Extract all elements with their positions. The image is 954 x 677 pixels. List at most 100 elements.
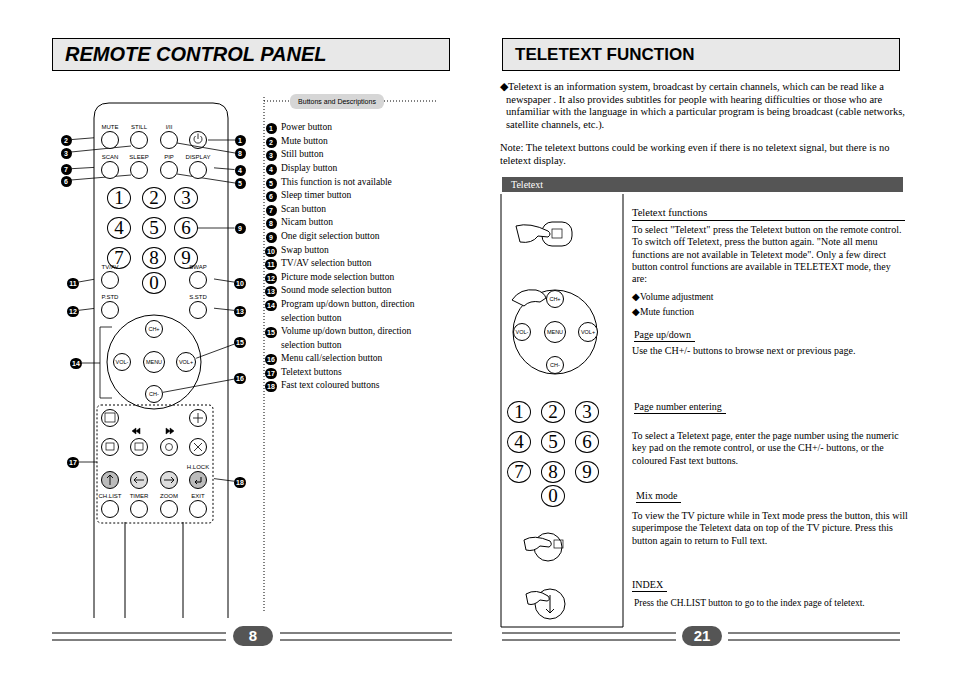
leader-stroke — [163, 379, 234, 392]
node-text: 13 — [236, 306, 244, 317]
digit-button: 0 — [541, 485, 565, 507]
button-outline — [131, 501, 148, 518]
digit-button: 2 — [142, 187, 166, 209]
dotted-divider — [264, 101, 289, 102]
node-text: PIP — [164, 153, 174, 161]
button-description: Volume up/down button, direction selecti… — [281, 325, 439, 352]
subpage-button — [131, 439, 148, 456]
callout-number: 18 — [234, 477, 246, 488]
button-circle — [130, 131, 148, 149]
bracket — [82, 327, 112, 398]
callout-number: 3 — [266, 150, 277, 161]
button-description: Picture mode selection button — [281, 271, 439, 285]
callout-number: 5 — [235, 178, 246, 189]
button-outline — [102, 132, 119, 149]
button-outline — [102, 302, 119, 319]
node-text: CH+ — [549, 291, 560, 307]
node-text: VOL- — [116, 354, 129, 371]
section-tag: Buttons and Descriptions — [290, 94, 384, 109]
node-text: TV/AV — [102, 263, 119, 271]
subpage-icon — [135, 443, 143, 450]
callout-number: 15 — [265, 327, 277, 338]
node-text: 16 — [267, 354, 275, 365]
node-text: 10 — [236, 278, 244, 289]
leader-line — [71, 146, 131, 152]
remote-button: DISPLAY — [182, 153, 214, 180]
callout-number: 1 — [266, 123, 277, 134]
node-text: MENU — [146, 352, 162, 372]
power-symbol — [194, 134, 202, 144]
pad-button: CH+ — [145, 320, 163, 338]
button-circle — [101, 500, 119, 518]
node-text: 8 — [269, 218, 273, 229]
button-circle — [101, 301, 119, 319]
button-description: Power button — [281, 121, 439, 135]
leader-stroke — [196, 344, 234, 358]
green-button — [131, 472, 148, 489]
leader-line — [79, 462, 97, 463]
leader-line — [177, 143, 235, 153]
node-text: MENU — [547, 322, 563, 342]
node-text: 5 — [548, 432, 558, 452]
section-band: Teletext — [502, 177, 903, 192]
node-text: MUTE — [102, 123, 119, 131]
reveal-button — [161, 439, 178, 456]
node-text: VOL+ — [581, 323, 595, 341]
callout-number: 2 — [61, 135, 72, 146]
button-description: TV/AV selection button — [281, 257, 439, 271]
hand-icon — [524, 537, 551, 550]
node-text: 1 — [238, 135, 242, 146]
title-bar: TELETEXT FUNCTION — [502, 38, 900, 71]
callout-number: 4 — [235, 165, 246, 176]
arrow-icon — [164, 477, 174, 483]
node-text: 2 — [64, 135, 68, 146]
arrow-icon — [107, 475, 113, 485]
node-text: 11 — [69, 278, 76, 289]
callout-number: 15 — [234, 337, 246, 348]
leader-line — [198, 228, 235, 229]
button-circle — [189, 471, 207, 489]
node-text: 6 — [582, 432, 592, 452]
callout-number: 11 — [67, 278, 78, 289]
node-text: 15 — [267, 327, 275, 338]
callout-number: 16 — [234, 373, 246, 384]
digit-button: 1 — [507, 401, 531, 423]
body-text: Mix mode — [636, 490, 681, 503]
button-circle — [189, 271, 207, 289]
digit-button: 3 — [174, 187, 198, 209]
leader-line — [71, 175, 131, 180]
digit-button: 4 — [507, 431, 531, 453]
hand-icon — [512, 290, 546, 306]
mix-icon — [554, 540, 563, 548]
rewind-icon — [132, 428, 140, 434]
node-text: ZOOM — [160, 492, 178, 500]
node-text: 8 — [249, 626, 257, 646]
leader-stroke — [214, 308, 234, 310]
node-text: 4 — [514, 432, 524, 452]
body-text: To view the TV picture while in Text mod… — [632, 510, 908, 547]
remote-button: SWAP — [182, 263, 214, 290]
leader-line — [214, 479, 234, 482]
body-text: ◆Teletext is an information system, broa… — [500, 81, 916, 131]
node-text: 14 — [72, 358, 80, 369]
hand-icon — [526, 591, 549, 604]
pad-button: CH- — [145, 385, 163, 403]
button-description: Still button — [281, 148, 439, 162]
forward-icon — [166, 428, 174, 434]
node-text: 5 — [269, 178, 273, 189]
leader-stroke — [79, 308, 94, 310]
button-description: Program up/down button, direction select… — [281, 298, 439, 325]
node-text: SWAP — [189, 263, 206, 271]
digit-button: 5 — [142, 217, 166, 239]
remote-button: EXIT — [182, 492, 214, 519]
remote-button: SLEEP — [123, 153, 155, 180]
remote-button: H.LOCK — [182, 463, 214, 490]
node-text: 18 — [267, 381, 275, 392]
body-text: Note: The teletext buttons could be work… — [500, 142, 910, 167]
node-text: 9 — [269, 232, 273, 243]
body-text: To select "Teletext" press the Teletext … — [632, 224, 908, 285]
remote-button: STILL — [123, 123, 155, 150]
remote-button: TV/AV — [94, 263, 126, 290]
node-text: S.STD — [189, 293, 207, 301]
digit-button: 2 — [541, 401, 565, 423]
